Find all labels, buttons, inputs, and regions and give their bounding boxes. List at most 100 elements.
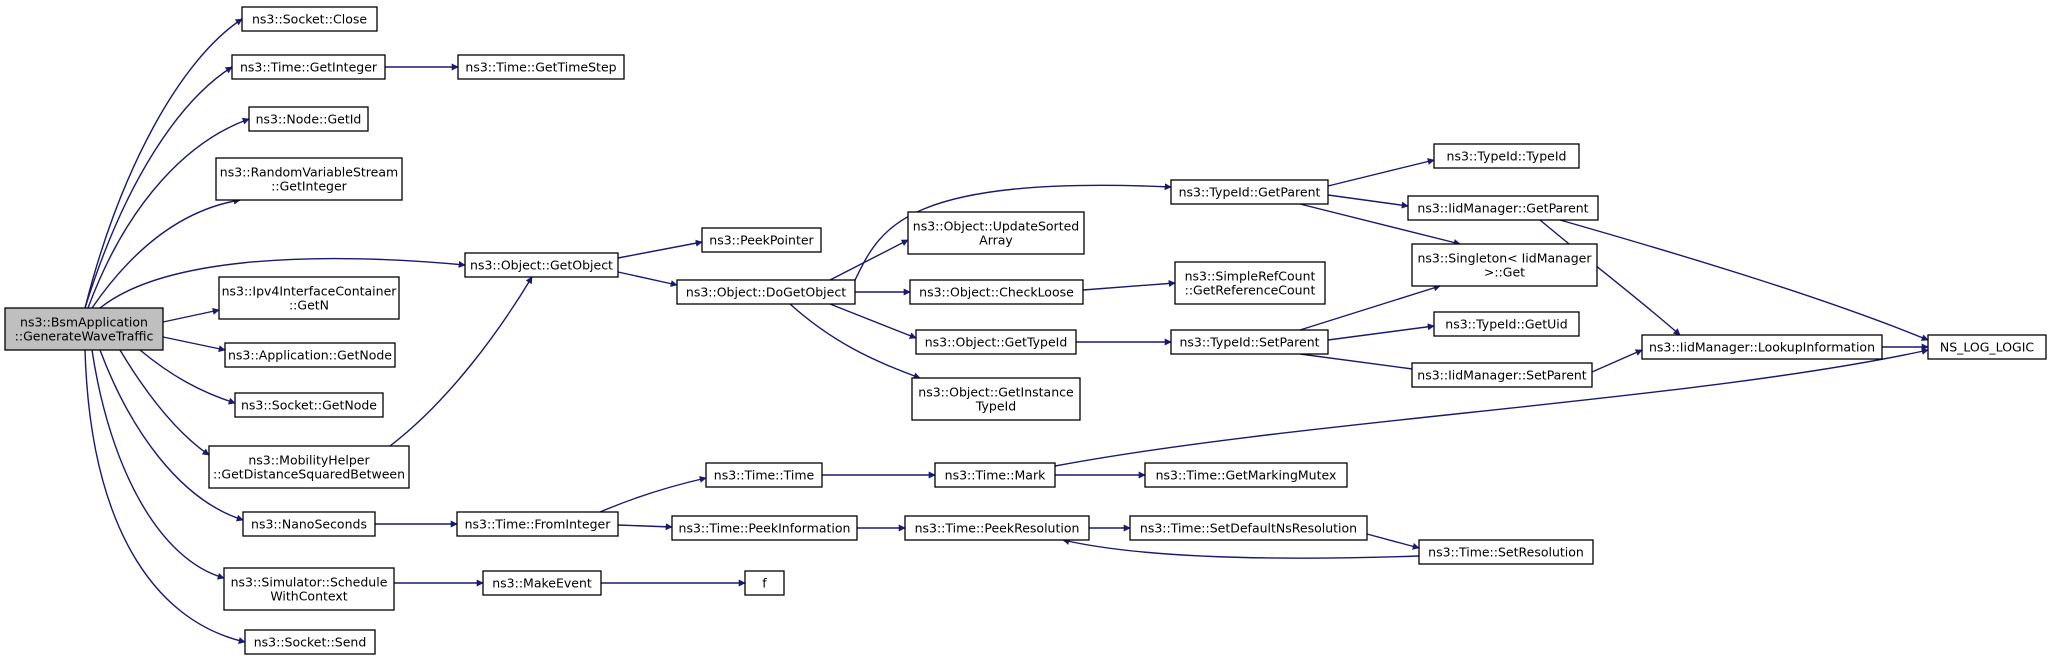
node-box (482, 570, 602, 596)
node-box (1170, 179, 1329, 205)
node-object-getobject[interactable]: ns3::Object::GetObject (464, 252, 619, 278)
node-makeevent[interactable]: ns3::MakeEvent (482, 570, 602, 596)
node-label: ::GetDistanceSquaredBetween (213, 467, 405, 482)
node-time-setresolution[interactable]: ns3::Time::SetResolution (1418, 539, 1594, 565)
node-label: ::GetN (289, 298, 329, 313)
node-ns-log-logic[interactable]: NS_LOG_LOGIC (1927, 334, 2047, 360)
node-rvs-getinteger[interactable]: ns3::RandomVariableStream::GetInteger (215, 157, 403, 201)
node-box (1411, 362, 1593, 388)
node-node-getid[interactable]: ns3::Node::GetId (248, 106, 369, 132)
edge-setres-peekres (1062, 537, 1420, 559)
node-label: ns3::Time::Mark (945, 468, 1046, 483)
node-time-peekinformation[interactable]: ns3::Time::PeekInformation (671, 515, 858, 541)
edge-root-object-getobject (99, 257, 466, 309)
node-object-checkloose[interactable]: ns3::Object::CheckLoose (909, 279, 1084, 305)
edge-iidgetparent-nslog (1559, 219, 1929, 341)
node-iid-getparent[interactable]: ns3::IidManager::GetParent (1407, 195, 1599, 221)
node-simplerefcount[interactable]: ns3::SimpleRefCount::GetReferenceCount (1174, 261, 1326, 305)
edge-root-app-getnode (162, 336, 226, 353)
node-label: ns3::Time::PeekInformation (679, 521, 851, 536)
node-object-gettypeid[interactable]: ns3::Object::GetTypeId (915, 329, 1077, 355)
node-socket-getnode[interactable]: ns3::Socket::GetNode (234, 392, 384, 418)
node-singleton-get[interactable]: ns3::Singleton< IidManager >::Get (1411, 243, 1598, 287)
node-label: ns3::MobilityHelper (248, 453, 370, 468)
edge-checkloose-refcount (1082, 279, 1176, 291)
node-box (248, 106, 369, 132)
node-time-frominteger[interactable]: ns3::Time::FromInteger (456, 511, 619, 537)
node-box (909, 279, 1084, 305)
node-app-getnode[interactable]: ns3::Application::GetNode (224, 342, 396, 368)
node-label: ns3::Time::SetDefaultNsResolution (1140, 521, 1357, 536)
node-box (701, 227, 822, 253)
node-box (1407, 195, 1599, 221)
node-box (907, 211, 1085, 255)
node-box (934, 462, 1056, 488)
node-typeid-typeid[interactable]: ns3::TypeId::TypeId (1433, 143, 1580, 169)
node-iid-lookup[interactable]: ns3::IidManager::LookupInformation (1641, 334, 1883, 360)
node-box (224, 342, 396, 368)
node-label: ns3::IidManager::LookupInformation (1649, 340, 1875, 355)
edge-root-socket-close (84, 18, 243, 309)
node-nanoseconds[interactable]: ns3::NanoSeconds (242, 511, 376, 537)
node-time-setdefaultns[interactable]: ns3::Time::SetDefaultNsResolution (1129, 515, 1368, 541)
node-box (218, 276, 400, 320)
node-peekpointer[interactable]: ns3::PeekPointer (701, 227, 822, 253)
node-box (1433, 311, 1580, 337)
node-box (1927, 334, 2047, 360)
node-box (231, 54, 386, 80)
node-box (464, 252, 619, 278)
node-object-dogetobject[interactable]: ns3::Object::DoGetObject (676, 279, 856, 305)
node-label: ns3::SimpleRefCount (1185, 269, 1316, 284)
node-box (1418, 539, 1594, 565)
edge-iidgetparent-lookup (1539, 219, 1681, 336)
node-label: ns3::TypeId::GetParent (1179, 185, 1321, 200)
edge-root-sim-schedule (91, 349, 225, 580)
edge-setparent-singleton (1299, 284, 1441, 331)
node-root: ns3::BsmApplication::GenerateWaveTraffic (4, 307, 164, 351)
node-socket-close[interactable]: ns3::Socket::Close (241, 6, 378, 32)
node-time-gettimestep[interactable]: ns3::Time::GetTimeStep (457, 54, 625, 80)
edge-dgo-typeid-getparent (854, 183, 1172, 281)
node-time-getinteger[interactable]: ns3::Time::GetInteger (231, 54, 386, 80)
edge-setdefault-setres (1366, 533, 1420, 550)
node-label: ns3::Object::UpdateSorted (913, 219, 1079, 234)
node-socket-send[interactable]: ns3::Socket::Send (244, 629, 376, 655)
node-mobility-getdist[interactable]: ns3::MobilityHelper::GetDistanceSquaredB… (208, 445, 410, 489)
node-f[interactable]: f (744, 570, 785, 596)
node-box (676, 279, 856, 305)
node-label: ns3::Time::PeekResolution (915, 521, 1080, 536)
node-typeid-setparent[interactable]: ns3::TypeId::SetParent (1170, 329, 1329, 355)
node-label: ns3::Socket::Close (252, 12, 367, 27)
edge-frominteger-time (599, 475, 707, 513)
edge-setparent-getuid (1327, 323, 1435, 341)
node-typeid-getparent[interactable]: ns3::TypeId::GetParent (1170, 179, 1329, 205)
node-label: ns3::IidManager::SetParent (1417, 368, 1587, 383)
node-ipv4-getn[interactable]: ns3::Ipv4InterfaceContainer::GetN (218, 276, 400, 320)
node-box (705, 462, 823, 488)
node-iid-setparent[interactable]: ns3::IidManager::SetParent (1411, 362, 1593, 388)
node-box (1174, 261, 1326, 305)
node-box (911, 377, 1081, 421)
edge-root-nanoseconds (99, 349, 244, 522)
node-time-mark[interactable]: ns3::Time::Mark (934, 462, 1056, 488)
node-box (1129, 515, 1368, 541)
node-typeid-getuid[interactable]: ns3::TypeId::GetUid (1433, 311, 1580, 337)
node-label: ns3::IidManager::GetParent (1417, 201, 1588, 216)
edge-dgo-gettypeid (829, 303, 917, 339)
node-label: ns3::Time::GetInteger (240, 60, 378, 75)
node-box (457, 54, 625, 80)
node-time-time[interactable]: ns3::Time::Time (705, 462, 823, 488)
call-nodes: ns3::BsmApplication::GenerateWaveTraffic… (4, 6, 2047, 655)
node-time-peekresolution[interactable]: ns3::Time::PeekResolution (904, 515, 1090, 541)
node-box (456, 511, 619, 537)
node-label: ns3::PeekPointer (709, 233, 814, 248)
node-label: ns3::Time::SetResolution (1428, 545, 1584, 560)
edge-root-socket-getnode (139, 349, 236, 405)
node-label: ns3::Object::GetTypeId (925, 335, 1068, 350)
node-label: ::GetInteger (271, 179, 348, 194)
node-time-getmarkingmutex[interactable]: ns3::Time::GetMarkingMutex (1144, 462, 1348, 488)
node-label: ns3::Object::CheckLoose (919, 285, 1074, 300)
